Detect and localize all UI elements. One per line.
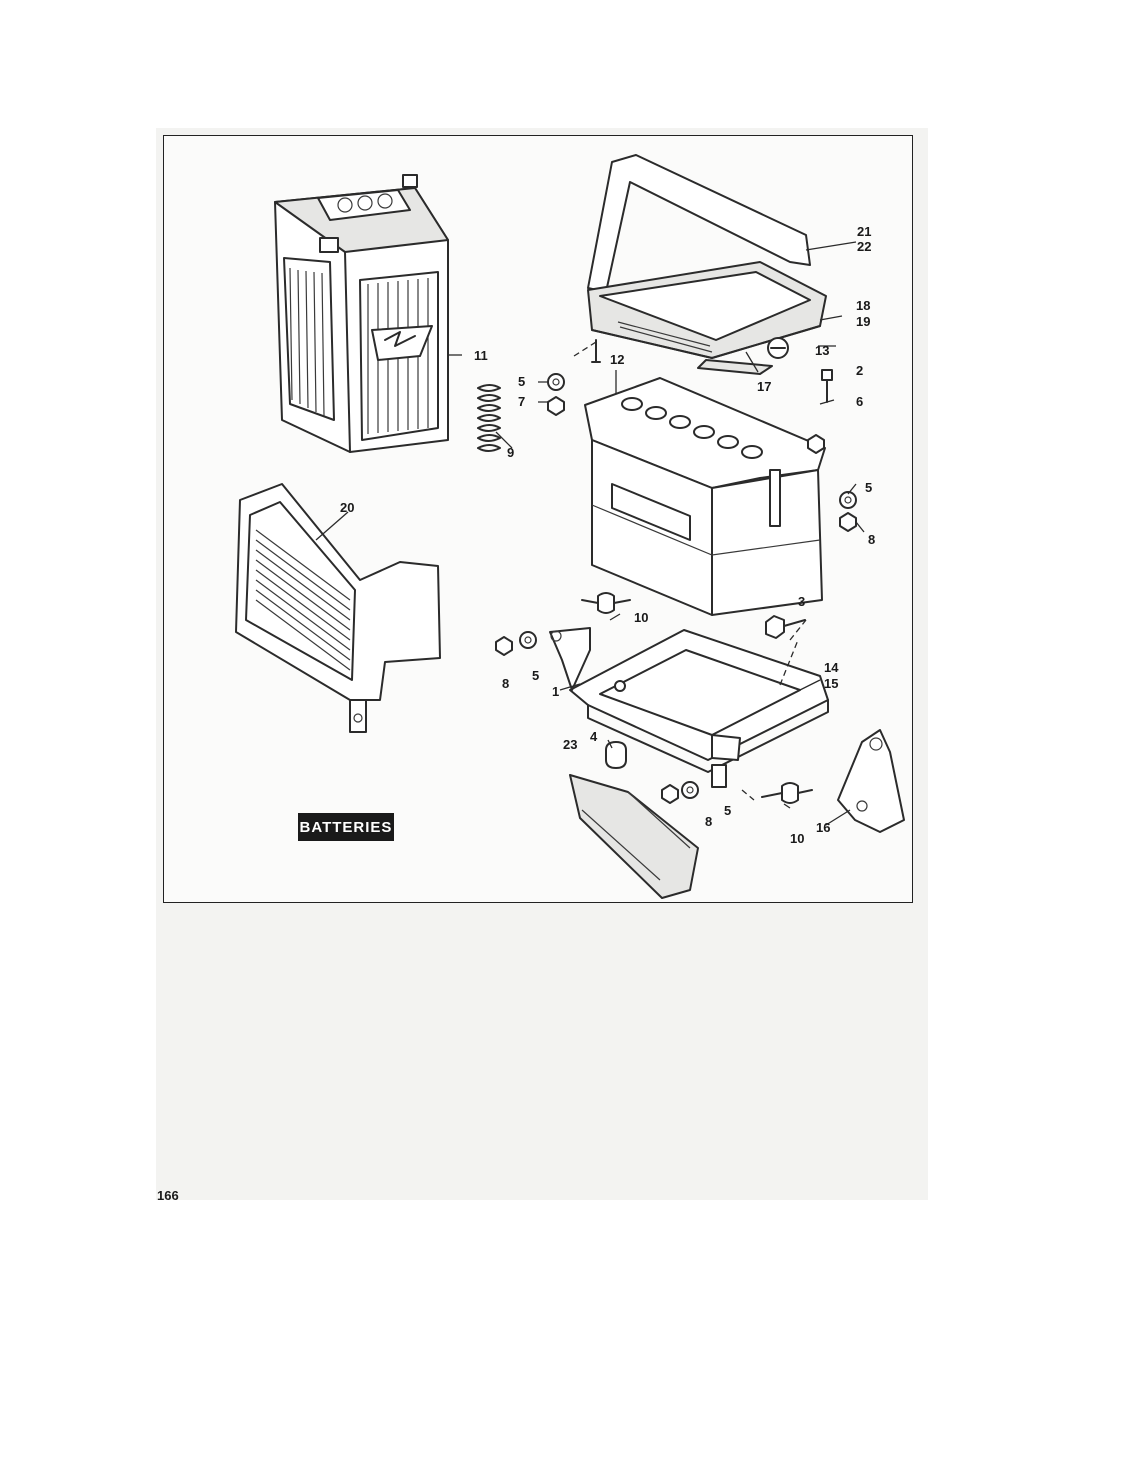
callout-9: 9 [507, 445, 514, 460]
battery-tray [549, 627, 829, 788]
callout-23: 23 [563, 737, 577, 752]
rubber-pad [569, 774, 699, 899]
callout-18: 18 [856, 298, 870, 313]
leader-lines [315, 241, 865, 826]
callout-13: 13 [815, 343, 829, 358]
callout-12: 12 [610, 352, 624, 367]
callout-3: 3 [798, 594, 805, 609]
callout-1: 1 [552, 684, 559, 699]
callout-10a: 10 [634, 610, 648, 625]
callout-15: 15 [824, 676, 838, 691]
callout-17: 17 [757, 379, 771, 394]
battery-case [584, 377, 826, 616]
callout-8a: 8 [868, 532, 875, 547]
callout-2: 2 [856, 363, 863, 378]
mounting-bracket [837, 729, 905, 833]
callout-6: 6 [856, 394, 863, 409]
callout-11: 11 [474, 348, 488, 363]
callout-5d: 5 [724, 803, 731, 818]
callout-7: 7 [518, 394, 525, 409]
hardware-nuts-washers [495, 337, 857, 804]
callout-16: 16 [816, 820, 830, 835]
callout-labels: 1 2 3 4 5 5 5 5 6 7 8 8 8 9 10 10 11 12 … [340, 224, 875, 846]
battery-unit [274, 174, 449, 453]
side-cover-panel [235, 483, 441, 733]
spring [477, 384, 501, 452]
callout-21: 21 [857, 224, 871, 239]
callout-14: 14 [824, 660, 839, 675]
page-number: 166 [157, 1188, 179, 1203]
callout-5a: 5 [518, 374, 525, 389]
callout-8b: 8 [502, 676, 509, 691]
callout-22: 22 [857, 239, 871, 254]
callout-8c: 8 [705, 814, 712, 829]
section-title-badge: BATTERIES [298, 813, 394, 841]
callout-4: 4 [590, 729, 598, 744]
hold-down-strap [587, 154, 827, 375]
callout-5c: 5 [532, 668, 539, 683]
callout-20: 20 [340, 500, 354, 515]
callout-5b: 5 [865, 480, 872, 495]
callout-19: 19 [856, 314, 870, 329]
callout-10b: 10 [790, 831, 804, 846]
